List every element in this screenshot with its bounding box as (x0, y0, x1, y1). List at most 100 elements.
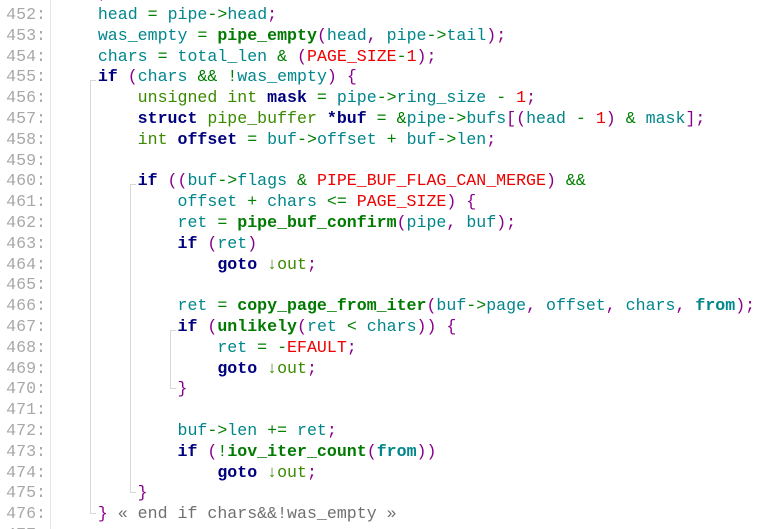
identifier: ret (306, 317, 337, 336)
label-link[interactable]: out (277, 462, 307, 482)
parameter: from (695, 296, 736, 316)
punctuation: } (177, 379, 188, 399)
punctuation: ) { (326, 67, 357, 87)
punctuation: , (605, 296, 626, 316)
line-number: 456: (6, 88, 46, 108)
identifier: offset (545, 296, 606, 316)
whitespace (58, 5, 98, 24)
operator: -> (426, 25, 447, 45)
punctuation: )) { (416, 317, 457, 336)
line-number: 462: (6, 213, 46, 232)
identifier: ret (217, 233, 248, 253)
code-text: } (58, 482, 148, 503)
code-text: goto ↓out; (58, 254, 317, 275)
fold-comment: « end if chars&&!was_empty » (107, 504, 397, 524)
punctuation: , (366, 25, 387, 45)
code-line: 462: ret = pipe_buf_confirm(pipe, buf); (0, 212, 773, 233)
macro: PAGE_SIZE (306, 46, 397, 66)
whitespace (58, 504, 98, 523)
whitespace (58, 234, 178, 253)
number: 1 (406, 46, 417, 66)
identifier: chars (625, 296, 676, 316)
code-text: if (unlikely(ret < chars)) { (58, 316, 457, 337)
code-text: ret = copy_page_from_iter(buf->page, off… (58, 295, 756, 316)
punctuation: ; (486, 129, 497, 149)
code-line: 457: struct pipe_buffer *buf = &pipe->bu… (0, 108, 773, 129)
type: pipe_buffer (197, 109, 327, 128)
type: unsigned int (137, 88, 268, 108)
code-line: 473: if (!iov_iter_count(from)) (0, 441, 773, 462)
whitespace (58, 88, 138, 107)
code-line: 472: buf->len += ret; (0, 420, 773, 441)
identifier: ret (177, 213, 208, 232)
identifier: buf (187, 171, 218, 191)
operator: = (187, 25, 218, 45)
code-text: if (ret) (58, 233, 258, 254)
punctuation: ( (366, 441, 377, 461)
punctuation: ; (526, 88, 537, 108)
identifier: head (326, 25, 367, 45)
function-call[interactable]: unlikely (217, 317, 298, 336)
keyword: if (137, 171, 158, 191)
operator: -> (446, 109, 467, 128)
identifier: offset (177, 192, 238, 212)
identifier: flags (237, 171, 288, 191)
code-text: struct pipe_buffer *buf = &pipe->bufs[(h… (58, 108, 706, 129)
indent-guide (90, 80, 96, 514)
line-number: 461: (6, 192, 46, 212)
identifier: buf (267, 129, 298, 149)
operator: < (336, 317, 367, 336)
operator: -> (297, 129, 317, 149)
declaration: offset (177, 129, 238, 149)
operator: -> (466, 296, 487, 316)
operator: = (237, 129, 268, 149)
punctuation: , (446, 213, 467, 232)
whitespace (58, 192, 178, 211)
identifier: mask (645, 109, 686, 128)
operator: ! (217, 441, 228, 461)
label-link[interactable]: out (277, 358, 307, 378)
macro: PAGE_SIZE (356, 192, 447, 212)
identifier: was_empty (237, 67, 327, 87)
punctuation: , (675, 296, 696, 316)
code-line: 469: goto ↓out; (0, 358, 773, 379)
operator: = (137, 5, 168, 24)
function-call[interactable]: pipe_buf_confirm (237, 213, 397, 232)
line-number: 453: (6, 25, 46, 45)
punctuation: ); (486, 25, 507, 45)
code-line: 471: (0, 399, 773, 420)
punctuation: } (97, 504, 108, 524)
punctuation: ) { (446, 192, 477, 212)
line-number: 477: (0, 524, 46, 529)
punctuation: )) (416, 441, 437, 461)
code-text: buf->len += ret; (58, 420, 337, 441)
punctuation: ); (496, 213, 517, 232)
code-text: } (58, 378, 188, 399)
keyword: struct (137, 109, 198, 128)
whitespace (58, 26, 98, 45)
identifier: buf (177, 421, 208, 440)
operator: - (565, 109, 596, 128)
function-call[interactable]: iov_iter_count (227, 441, 367, 461)
line-number: 460: (6, 171, 46, 191)
indent-guide (130, 184, 136, 185)
code-text: goto ↓out; (58, 462, 317, 483)
identifier: buf (466, 213, 497, 232)
identifier: pipe (386, 25, 427, 45)
punctuation: ( (117, 67, 138, 87)
code-line: 470: } (0, 378, 773, 399)
indent-guide (170, 330, 176, 389)
jump-arrow-icon: ↓ (257, 254, 278, 274)
label-link[interactable]: out (277, 254, 307, 274)
jump-arrow-icon: ↓ (257, 462, 278, 482)
function-call[interactable]: pipe_empty (217, 25, 317, 45)
whitespace (58, 213, 178, 232)
line-number: 467: (6, 317, 46, 336)
code-text: int offset = buf->offset + buf->len; (58, 129, 497, 150)
code-line: 474: goto ↓out; (0, 462, 773, 483)
function-call[interactable]: copy_page_from_iter (237, 296, 427, 316)
code-text: head = pipe->head; (58, 4, 277, 25)
code-text: ; (58, 0, 108, 4)
line-number: 465: (6, 275, 46, 295)
